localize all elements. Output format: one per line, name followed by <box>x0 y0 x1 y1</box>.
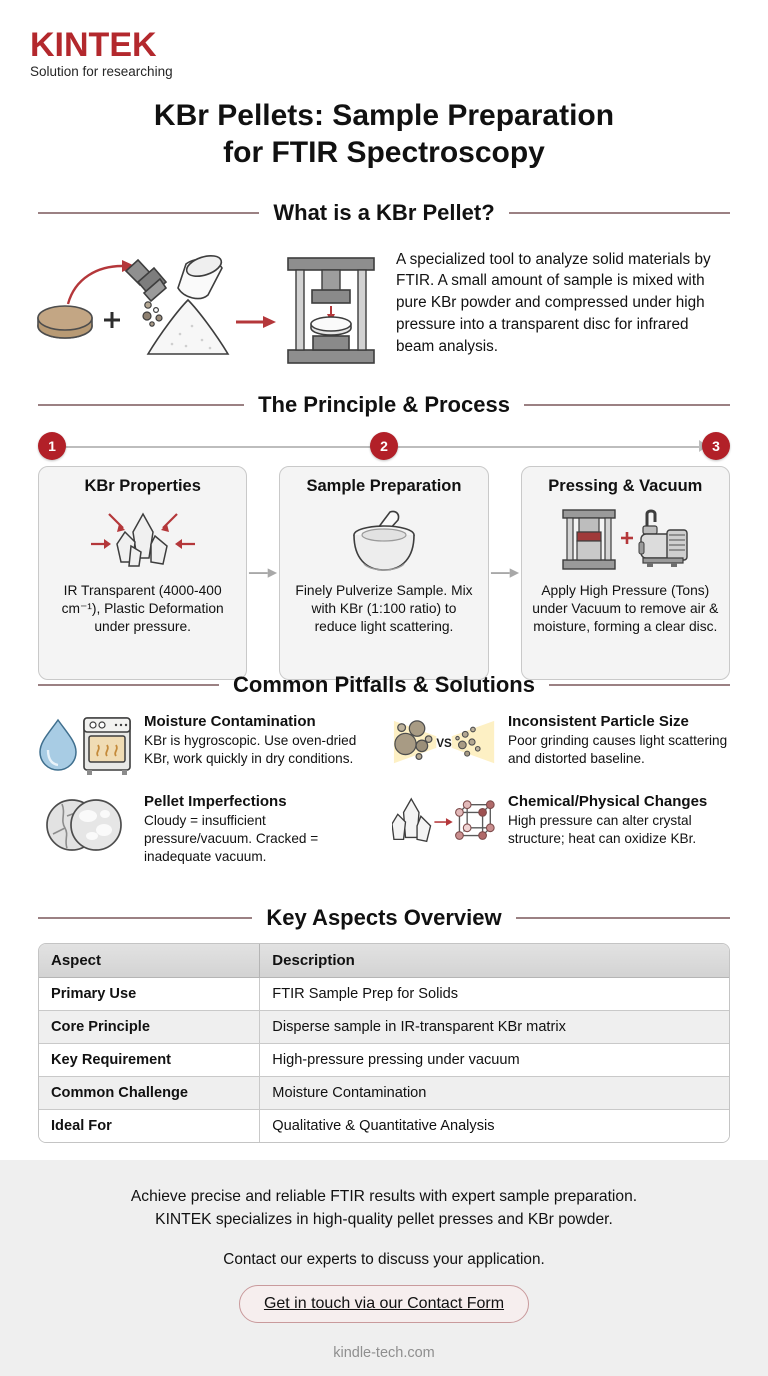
heading-rule-left <box>38 404 245 406</box>
process-card-pressing-vacuum: Pressing & Vacuum <box>520 466 730 680</box>
cell-description: Moisture Contamination <box>259 1076 729 1110</box>
key-aspects-table: Aspect Description Primary Use FTIR Samp… <box>39 944 729 1142</box>
table-row: Key Requirement High-pressure pressing u… <box>39 1043 729 1077</box>
cell-description: Disperse sample in IR-transparent KBr ma… <box>259 1010 729 1044</box>
heading-rule-right <box>508 212 730 214</box>
process-cards: KBr Properties <box>0 462 768 680</box>
kbr-powder-pile-icon <box>146 298 230 355</box>
section-pitfalls: Common Pitfalls & Solutions <box>0 672 768 866</box>
site-url: kindle-tech.com <box>333 1345 435 1362</box>
cell-description: High-pressure pressing under vacuum <box>259 1043 729 1077</box>
process-card-sample-preparation: Sample Preparation Finely Pulverize Samp… <box>279 466 489 680</box>
section-heading-key-aspects: Key Aspects Overview <box>0 905 768 931</box>
mortar-pestle-icon <box>324 502 444 576</box>
pitfall-inconsistent-particle-size: VS Inconsistent Particle Size <box>392 712 730 782</box>
process-step-bar: 1 2 3 <box>38 432 730 462</box>
cell-description: FTIR Sample Prep for Solids <box>259 977 729 1011</box>
footer-subtext: Contact our experts to discuss your appl… <box>223 1251 545 1269</box>
card-title: KBr Properties <box>84 477 201 495</box>
heading-text: Key Aspects Overview <box>266 905 502 930</box>
table-row: Core Principle Disperse sample in IR-tra… <box>39 1010 729 1044</box>
pitfall-title: Inconsistent Particle Size <box>508 713 689 730</box>
what-is-illustration <box>20 238 380 368</box>
crystal-to-lattice-icon <box>392 792 498 862</box>
right-arrow-icon <box>236 316 276 328</box>
heading-rule-right <box>515 917 731 919</box>
page-title-line2: for FTIR Spectroscopy <box>223 135 545 169</box>
cell-aspect: Key Requirement <box>39 1043 261 1077</box>
logo-tagline: Solution for researching <box>30 64 173 79</box>
step-badge-3: 3 <box>702 432 730 460</box>
cracked-cloudy-pellet-icon <box>38 792 134 862</box>
pitfall-title: Chemical/Physical Changes <box>508 793 708 810</box>
card-connector-2 <box>489 466 521 680</box>
table-header-row: Aspect Description <box>39 944 729 978</box>
mortar-pour-icon <box>124 258 168 327</box>
footer: Achieve precise and reliable FTIR result… <box>0 1160 768 1376</box>
particle-size-comparison-icon: VS <box>392 712 498 782</box>
process-card-kbr-properties: KBr Properties <box>38 466 248 680</box>
crystal-compression-icon <box>83 502 203 576</box>
heading-rule-right <box>548 684 730 686</box>
card-text: IR Transparent (4000-400 cm⁻¹), Plastic … <box>61 583 224 635</box>
section-heading-pitfalls: Common Pitfalls & Solutions <box>0 672 768 698</box>
cell-aspect: Common Challenge <box>39 1076 261 1110</box>
heading-rule-left <box>38 917 253 919</box>
table-row: Common Challenge Moisture Contamination <box>39 1076 729 1110</box>
card-text: Finely Pulverize Sample. Mix with KBr (1… <box>295 583 473 635</box>
footer-lead: Achieve precise and reliable FTIR result… <box>0 1186 768 1231</box>
pitfall-title: Moisture Contamination <box>144 713 316 730</box>
plus-icon <box>104 312 120 328</box>
vs-label: VS <box>436 738 452 750</box>
pitfall-chemical-physical-changes: Chemical/Physical Changes High pressure … <box>392 792 730 866</box>
sample-disc-icon <box>37 305 93 339</box>
pitfall-desc: KBr is hygroscopic. Use oven-dried KBr, … <box>144 733 357 767</box>
heading-text: The Principle & Process <box>258 392 510 417</box>
heading-text: What is a KBr Pellet? <box>273 200 495 225</box>
card-text: Apply High Pressure (Tons) under Vacuum … <box>532 583 719 635</box>
pitfall-moisture-contamination: Moisture Contamination KBr is hygroscopi… <box>38 712 376 782</box>
heading-rule-left <box>38 684 220 686</box>
section-heading-what-is: What is a KBr Pellet? <box>0 200 768 226</box>
logo-wordmark: KINTEK <box>30 26 157 64</box>
table-row: Primary Use FTIR Sample Prep for Solids <box>39 977 729 1011</box>
pitfall-desc: Cloudy = insufficient pressure/vacuum. C… <box>144 813 319 865</box>
what-is-body-text: A specialized tool to analyze solid mate… <box>396 250 711 355</box>
cell-description: Qualitative & Quantitative Analysis <box>272 1118 495 1134</box>
footer-lead-line1: Achieve precise and reliable FTIR result… <box>130 1188 638 1205</box>
cell-aspect: Primary Use <box>39 977 261 1011</box>
section-key-aspects: Key Aspects Overview Aspect Description … <box>0 905 768 1143</box>
heading-text: Common Pitfalls & Solutions <box>233 672 535 697</box>
water-drop-oven-icon <box>38 712 134 782</box>
press-and-vacuum-pump-icon <box>555 502 695 576</box>
cell-aspect: Ideal For <box>39 1109 261 1142</box>
contact-form-button[interactable]: Get in touch via our Contact Form <box>238 1285 530 1324</box>
footer-lead-line2: KINTEK specializes in high-quality pelle… <box>155 1210 613 1228</box>
table-row: Ideal For Qualitative & Quantitative Ana… <box>39 1109 729 1142</box>
column-header-aspect: Aspect <box>39 944 261 978</box>
cell-aspect: Core Principle <box>39 1010 261 1044</box>
hydraulic-press-icon <box>287 257 375 364</box>
brand-logo: KINTEK Solution for researching <box>30 28 173 79</box>
section-what-is: What is a KBr Pellet? <box>0 200 768 368</box>
pitfall-pellet-imperfections: Pellet Imperfections Cloudy = insufficie… <box>38 792 376 866</box>
pitfall-desc: High pressure can alter crystal structur… <box>508 813 697 847</box>
card-title: Pressing & Vacuum <box>548 477 703 495</box>
key-aspects-table-wrapper: Aspect Description Primary Use FTIR Samp… <box>38 943 730 1143</box>
card-connector-1 <box>247 466 279 680</box>
section-heading-principle: The Principle & Process <box>0 392 768 418</box>
card-title: Sample Preparation <box>306 477 462 495</box>
step-badge-1: 1 <box>38 432 66 460</box>
pitfall-desc: Poor grinding causes light scattering an… <box>508 733 728 767</box>
column-header-description: Description <box>259 944 729 978</box>
heading-rule-left <box>38 212 260 214</box>
section-principle: The Principle & Process 1 2 3 KBr Proper… <box>0 392 768 680</box>
page-title-line1: KBr Pellets: Sample Preparation <box>153 99 615 132</box>
page-title: KBr Pellets: Sample Preparation for FTIR… <box>0 98 768 171</box>
pitfall-title: Pellet Imperfections <box>144 793 287 810</box>
heading-rule-right <box>523 404 730 406</box>
kbr-jar-icon <box>177 254 223 300</box>
step-badge-2: 2 <box>370 432 398 460</box>
